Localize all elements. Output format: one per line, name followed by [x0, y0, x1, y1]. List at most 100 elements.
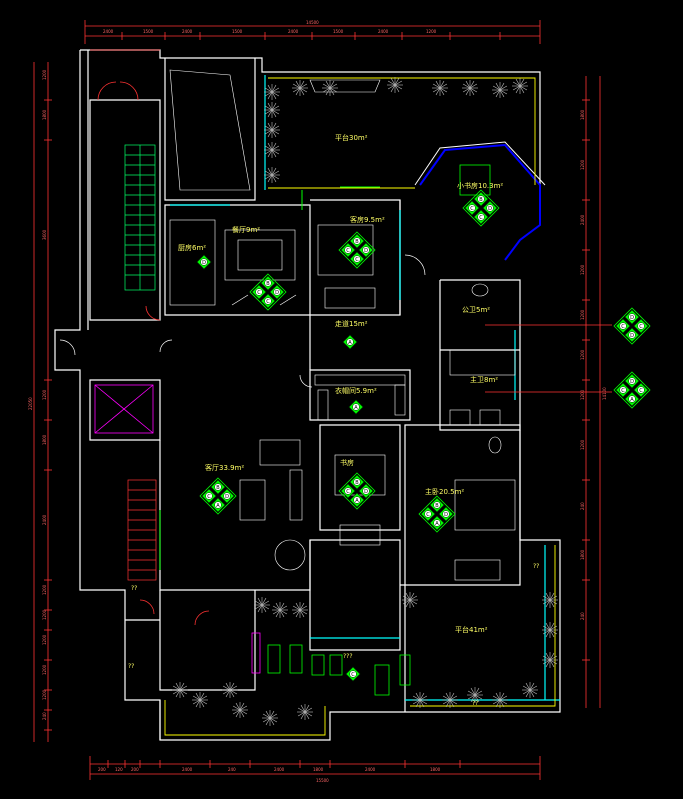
socket-letter: C: [355, 257, 359, 263]
dim-bottom-seg: 1800: [430, 767, 441, 772]
socket-letter: A: [348, 340, 352, 346]
room-master-wc: 主卫8m²: [470, 375, 498, 384]
socket-letter: C: [207, 494, 211, 500]
dim-right-seg: 1200: [580, 159, 585, 170]
mark-1: ??: [128, 663, 134, 670]
plant-icon: [512, 78, 528, 94]
socket-letter: C: [621, 324, 625, 330]
plant-icon: [442, 692, 458, 708]
room-study: 书房: [340, 458, 354, 467]
dim-top-seg: 1500: [232, 29, 243, 34]
corridor-socket: A: [342, 334, 358, 350]
socket-icon: A: [210, 497, 226, 513]
dim-right-seg: 1200: [580, 309, 585, 320]
dimension-ticks: [44, 32, 590, 768]
socket-letter: C: [479, 215, 483, 221]
socket-letter: D: [444, 512, 448, 518]
furniture: [169, 69, 516, 581]
socket-letter: A: [354, 405, 358, 411]
plant-icon: [264, 84, 280, 100]
dim-left-total: 22050: [28, 397, 33, 410]
socket-letter: C: [257, 290, 261, 296]
socket-letter: B: [266, 281, 270, 287]
plants: [172, 77, 558, 726]
socket-icon: C: [340, 242, 356, 258]
study2-sockets: BC DA: [338, 472, 376, 510]
socket-letter: A: [355, 498, 359, 504]
plant-icon: [492, 82, 508, 98]
socket-icon: A: [349, 492, 365, 508]
dim-bottom-seg: 1800: [313, 767, 324, 772]
dim-left-seg: 2400: [42, 514, 47, 525]
socket-icon: C: [633, 382, 649, 398]
dim-top-seg: 1500: [333, 29, 344, 34]
bay-window: [419, 143, 541, 261]
socket-letter: B: [355, 480, 359, 486]
plant-icon: [412, 692, 428, 708]
plant-icon: [264, 167, 280, 183]
dim-left-seg: 1200: [42, 584, 47, 595]
socket-letter: C: [346, 489, 350, 495]
socket-letter: B: [479, 197, 483, 203]
dim-left-seg: 1200: [42, 69, 47, 80]
mark-5: ??: [131, 585, 137, 592]
dim-top-seg: 2400: [103, 29, 114, 34]
dim-right-seg: 240: [580, 612, 585, 620]
dim-right-seg: 2400: [580, 214, 585, 225]
staircase: [124, 144, 156, 291]
dim-bottom-seg: 200: [131, 767, 139, 772]
dim-right-seg: 1200: [580, 389, 585, 400]
socket-icon: C: [349, 251, 365, 267]
socket-letter: B: [355, 239, 359, 245]
dim-top-total: 14500: [306, 20, 319, 25]
plant-icon: [262, 710, 278, 726]
plant-icon: [264, 142, 280, 158]
plant-icon: [522, 682, 538, 698]
plant-icon: [172, 682, 188, 698]
dim-right-seg: 1200: [580, 264, 585, 275]
doors: [90, 49, 210, 626]
room-terrace-bottom: 平台41m²: [455, 625, 488, 634]
mark-4: ??: [472, 700, 478, 707]
socket-letter: C: [266, 299, 270, 305]
plant-icon: [387, 77, 403, 93]
plant-icon: [254, 597, 270, 613]
room-corridor: 走道15m²: [335, 319, 368, 328]
plant-icon: [402, 592, 418, 608]
socket-letter: A: [630, 397, 634, 403]
leader-lines: [485, 324, 612, 393]
dim-top-seg: 2400: [182, 29, 193, 34]
socket-icon: D: [358, 483, 374, 499]
socket-letter: B: [435, 503, 439, 509]
socket-letter: D: [630, 315, 634, 321]
socket-letter: B: [216, 485, 220, 491]
dim-left-seg: 1200: [42, 609, 47, 620]
socket-icon: D: [624, 327, 640, 343]
green-planters: [267, 164, 491, 696]
dim-right-seg: 240: [580, 502, 585, 510]
socket-letter: C: [351, 672, 355, 678]
dim-left-seg: 1200: [42, 689, 47, 700]
windows: [170, 75, 560, 701]
room-living: 客厅33.9m²: [205, 463, 244, 472]
plant-icon: [432, 80, 448, 96]
dim-bottom-seg: 2400: [365, 767, 376, 772]
socket-icon: B: [429, 497, 445, 513]
plant-icon: [322, 80, 338, 96]
socket-letter: C: [639, 388, 643, 394]
room-public-wc: 公卫5m²: [462, 306, 490, 314]
socket-letter: D: [364, 489, 368, 495]
walls: [54, 49, 561, 741]
plant-icon: [232, 702, 248, 718]
room-guest-bed: 客房9.5m²: [350, 215, 385, 224]
elevator-shaft: [94, 384, 154, 434]
socket-letter: C: [346, 248, 350, 254]
socket-icon: B: [260, 275, 276, 291]
